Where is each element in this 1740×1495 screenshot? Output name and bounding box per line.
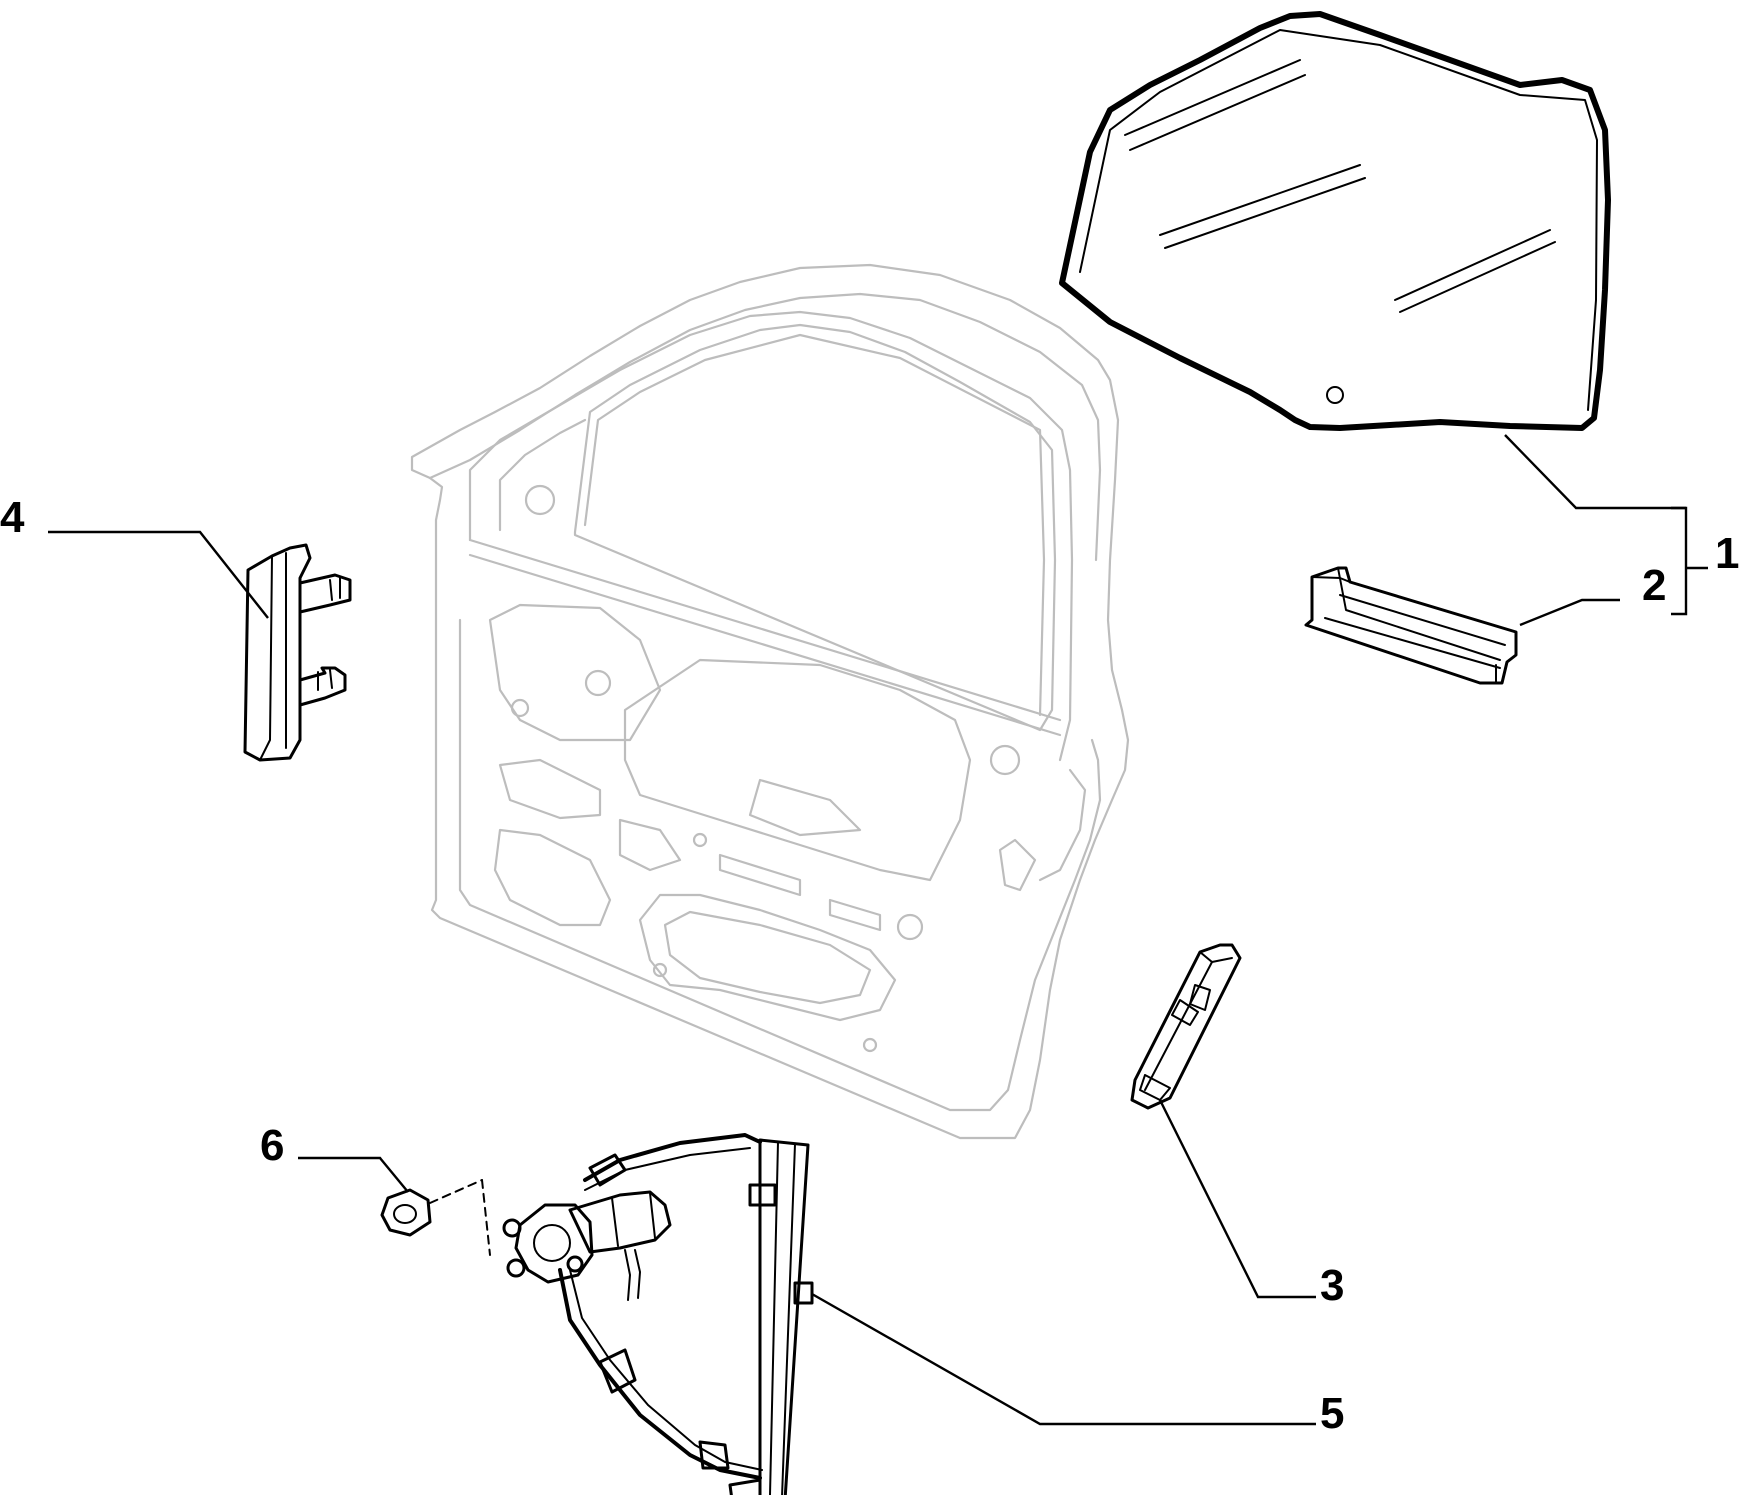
leader-line-6	[298, 1156, 409, 1193]
front-window-guide	[243, 543, 352, 762]
leader-line-5	[811, 1292, 1316, 1426]
callout-1: 1	[1715, 529, 1739, 578]
door-window-glass	[1059, 11, 1611, 431]
rear-window-guide	[1130, 943, 1242, 1110]
callout-6: 6	[260, 1121, 284, 1170]
bracket-1	[1671, 506, 1708, 616]
callout-5: 5	[1320, 1389, 1344, 1438]
leader-line-4	[48, 530, 269, 619]
window-regulator	[429, 1133, 814, 1495]
door-panel	[410, 263, 1130, 1140]
glass-lower-channel	[1304, 566, 1518, 685]
leader-line-2	[1519, 598, 1620, 627]
leader-line-1	[1504, 434, 1686, 510]
callout-2: 2	[1642, 561, 1666, 610]
regulator-nut	[380, 1188, 432, 1237]
callout-3: 3	[1320, 1261, 1344, 1310]
callout-4: 4	[0, 493, 25, 542]
callout-numbers: 1 2 3 4 5 6	[0, 493, 1739, 1438]
leader-line-3	[1158, 1099, 1316, 1299]
leader-lines	[48, 434, 1708, 1426]
